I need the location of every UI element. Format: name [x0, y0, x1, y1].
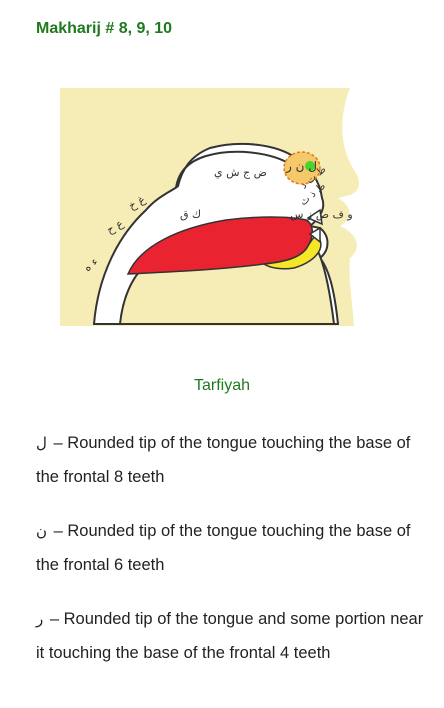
section-heading: Makharij # 8, 9, 10 — [36, 20, 173, 37]
tongue — [126, 216, 313, 275]
dash: – — [49, 610, 60, 628]
diagram-caption: Tarfiyah — [193, 377, 251, 394]
item-text: Rounded tip of the tongue and some porti… — [36, 610, 424, 662]
label-lip-letters: و ف ص ز س — [290, 208, 353, 221]
articulation-point — [305, 161, 315, 171]
arabic-letter: ر — [36, 610, 44, 628]
list-item: ل – Rounded tip of the tongue touching t… — [36, 426, 428, 494]
mouth-diagram: ل ن ر ض ج ش ي ط ت د ظ ذ ث و ف ص ز س ك ق … — [60, 88, 360, 326]
label-highlight-letters: ل ن ر — [285, 159, 317, 174]
palate-outline — [175, 150, 291, 189]
list-item: ر – Rounded tip of the tongue and some p… — [36, 602, 428, 670]
lower-teeth — [308, 226, 321, 244]
dash: – — [53, 522, 63, 540]
upper-teeth — [306, 208, 323, 226]
label-palate-letters: ض ج ش ي — [214, 166, 267, 179]
makhraj-highlight — [283, 151, 321, 185]
arabic-letter: ن — [36, 522, 48, 540]
item-text: Rounded tip of the tongue touching the b… — [36, 522, 411, 574]
arabic-letter: ل — [36, 434, 47, 452]
label-back-tongue: ك ق — [180, 208, 201, 221]
item-text: Rounded tip of the tongue touching the b… — [36, 434, 411, 486]
list-item: ن – Rounded tip of the tongue touching t… — [36, 514, 428, 582]
dash: – — [53, 434, 63, 452]
